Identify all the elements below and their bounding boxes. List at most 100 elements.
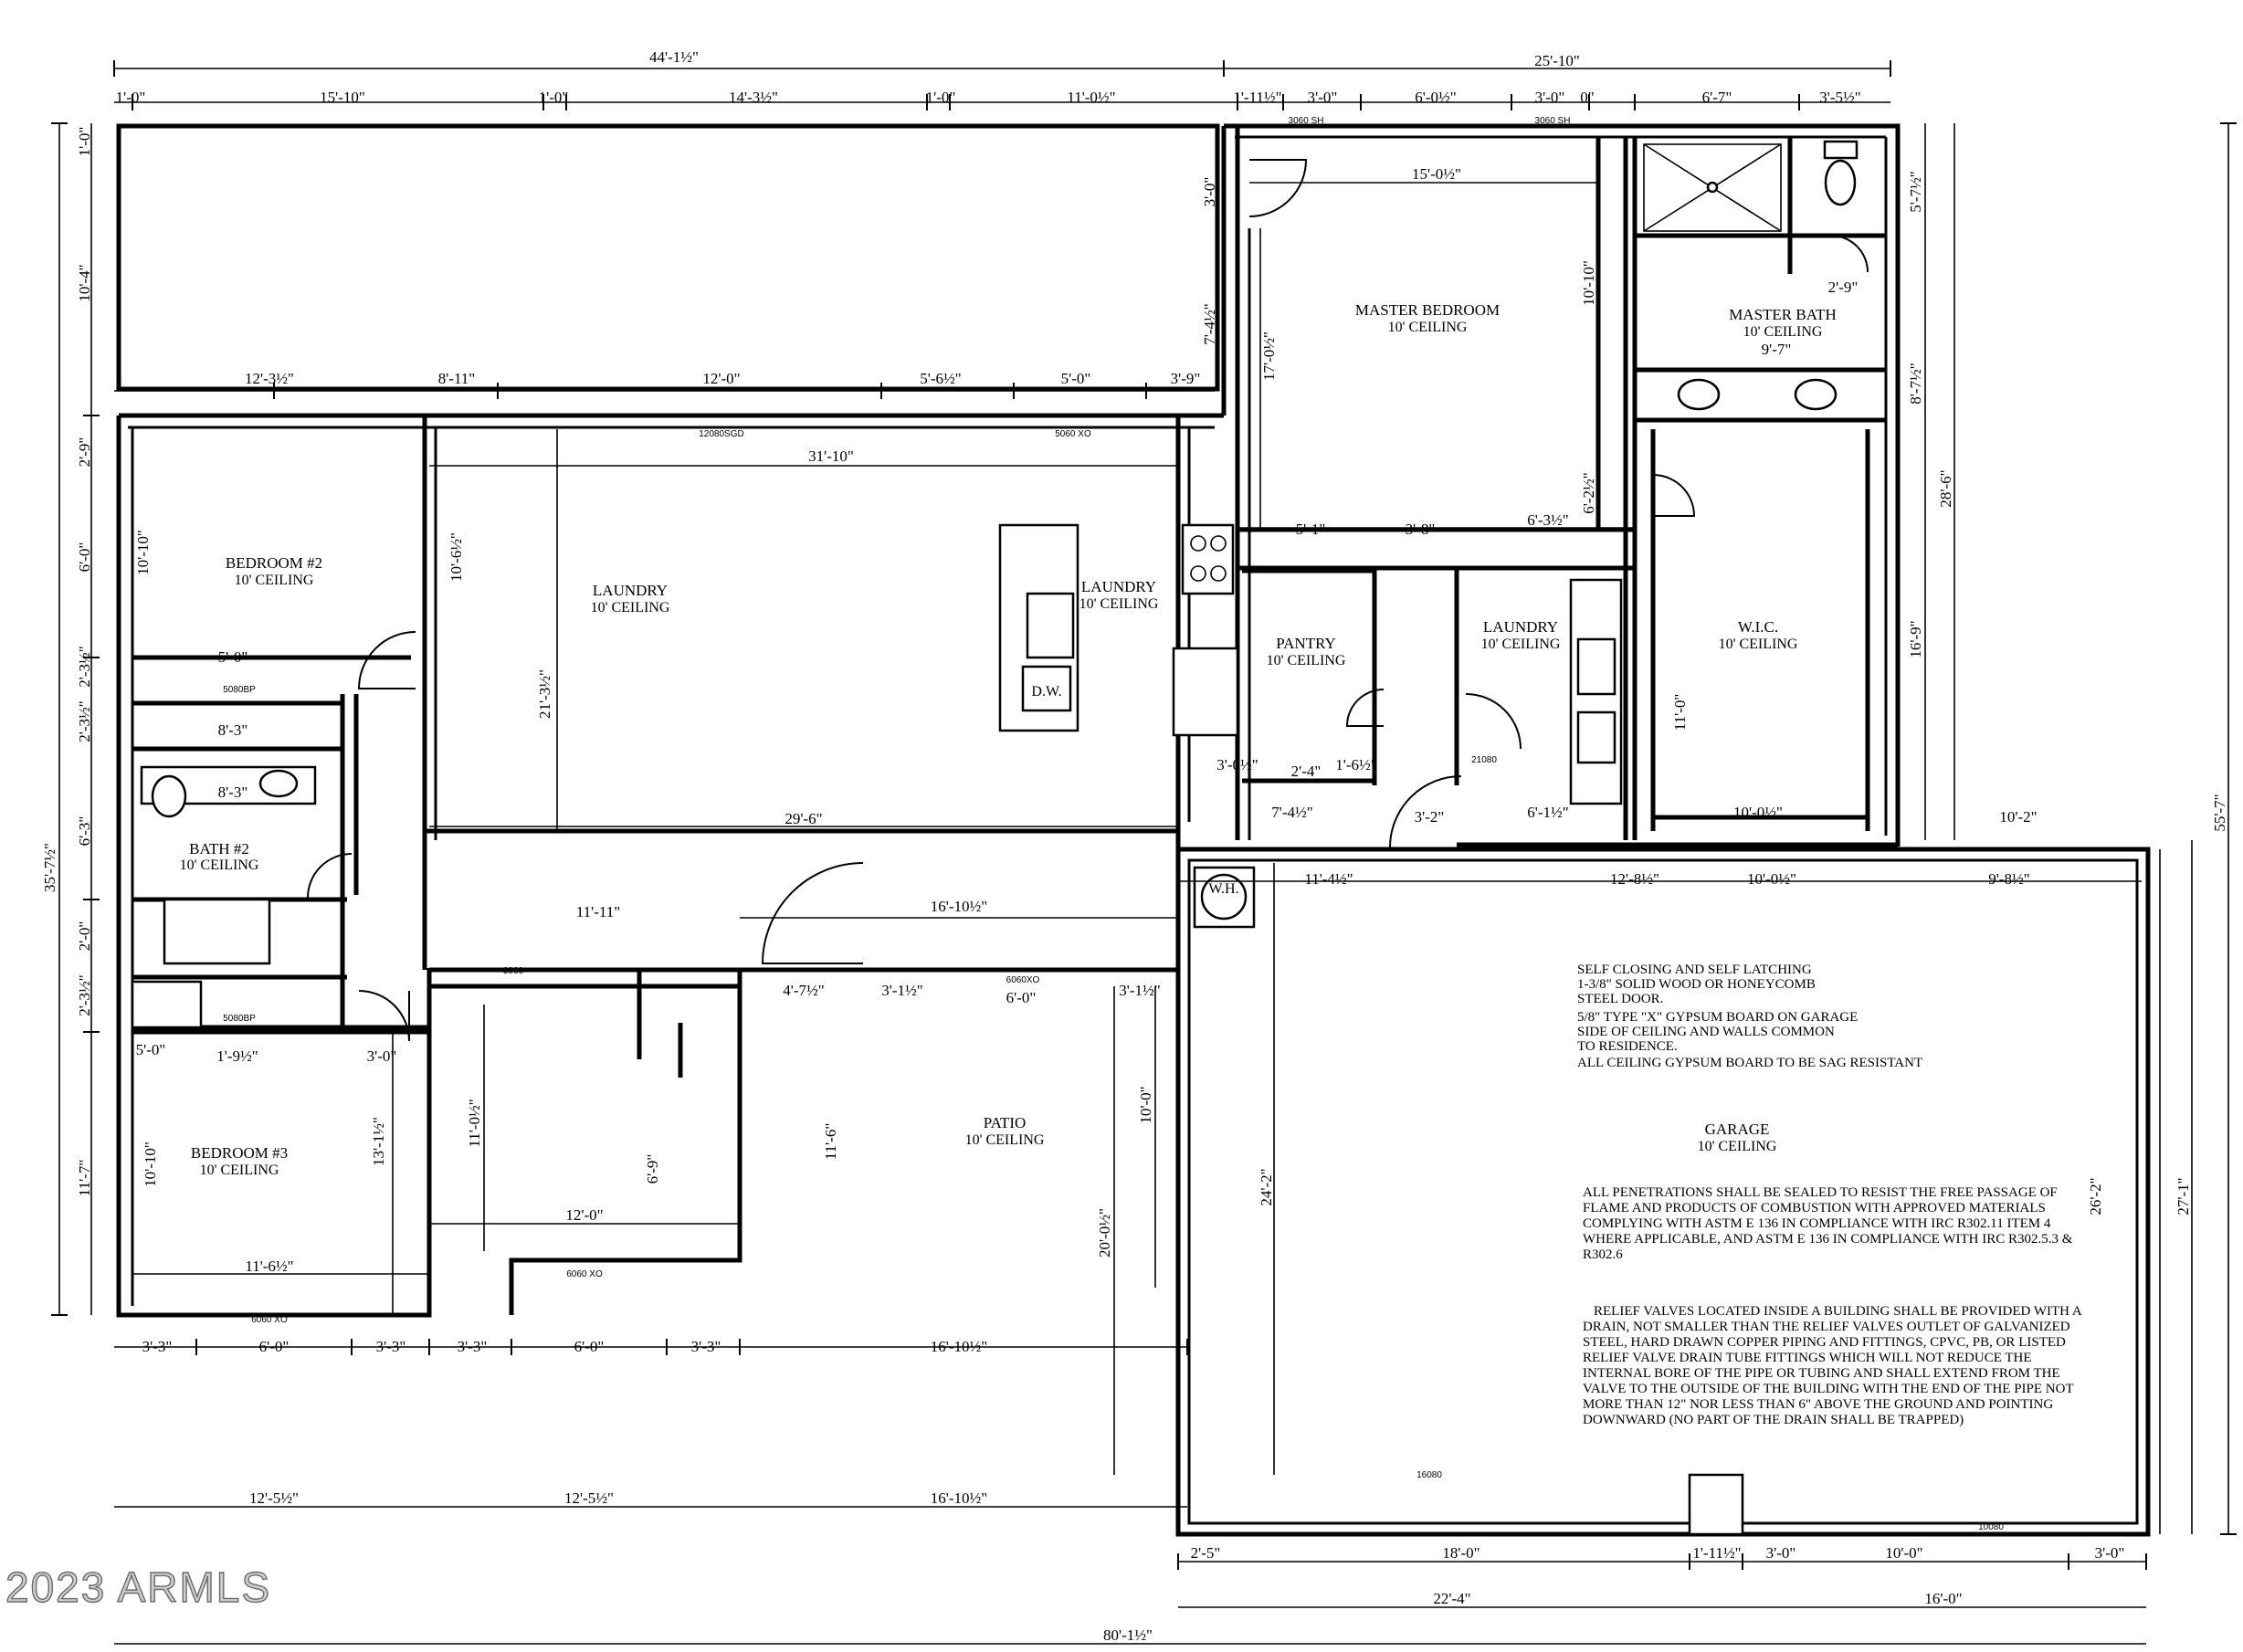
note-line: STEEL, HARD DRAWN COPPER PIPING AND FITT…	[1583, 1335, 2066, 1350]
dim-garage-top: 11'-4½"	[1304, 870, 1353, 888]
note-line: SELF CLOSING AND SELF LATCHING	[1577, 963, 1812, 977]
note-line: COMPLYING WITH ASTM E 136 IN COMPLIANCE …	[1583, 1216, 2051, 1231]
dim-top: 1'-0"	[539, 89, 569, 106]
window-tag: 3060	[503, 966, 524, 976]
room-name: LAUNDRY	[1081, 578, 1156, 595]
dim-master-right: 6'-2½"	[1580, 472, 1597, 513]
dim-bath: 5'-7½"	[1907, 171, 1924, 212]
dim-wic: 16'-9"	[1907, 620, 1924, 658]
dim-left: 2'-3½"	[76, 646, 93, 687]
dim-bottom: 3'-3"	[142, 1338, 173, 1355]
window-tag: 6060 XO	[566, 1269, 603, 1279]
dim-kitchen-wall: 29'-6"	[785, 810, 822, 827]
dimension-text: 44'-1½" 25'-10" 80'-1½" 35'-7½" 55'-7" 2…	[41, 48, 2228, 1644]
room-ceiling: 10' CEILING	[965, 1132, 1045, 1148]
dim-garage-top: 10'-0½"	[1747, 870, 1796, 888]
dim-left: 6'-3"	[76, 816, 93, 847]
dim-garage-depth: 26'-2"	[2087, 1177, 2104, 1215]
window-tag: 5080BP	[223, 685, 256, 695]
dim-left: 2'-3½"	[76, 700, 93, 742]
dim-top: 1'-0"	[116, 89, 146, 106]
window-tag: 12080SGD	[699, 429, 743, 439]
note-line: WHERE APPLICABLE, AND ASTM E 136 IN COMP…	[1583, 1232, 2073, 1247]
window-tag: 5060 XO	[1055, 429, 1091, 439]
dim-bed3: 10'-10"	[142, 1142, 159, 1187]
dim-garage-right: 27'-1"	[2175, 1177, 2192, 1215]
dim-garage-bottom: 3'-0"	[2095, 1544, 2125, 1562]
dim-top: 0"	[1580, 89, 1594, 106]
dim-bed3: 1'-9½"	[216, 1047, 258, 1065]
dim-bath: 9'-7"	[1762, 341, 1792, 358]
note-line: ALL PENETRATIONS SHALL BE SEALED TO RESI…	[1583, 1185, 2058, 1200]
dim-bed2: 10'-6½"	[448, 532, 465, 582]
dim-patio: 24'-2"	[1258, 1168, 1275, 1205]
note-line: INTERNAL BORE OF THE PIPE OR TUBING AND …	[1583, 1366, 2060, 1381]
room-name: LAUNDRY	[1483, 618, 1558, 636]
dim-garage-top: 12'-8½"	[1610, 870, 1659, 888]
dim-overall-bottom: 80'-1½"	[1103, 1626, 1153, 1644]
dim-patio: 3'-1½"	[881, 982, 922, 999]
note-line: SIDE OF CEILING AND WALLS COMMON	[1577, 1025, 1835, 1039]
room-ceiling: 10' CEILING	[1388, 320, 1468, 335]
dim-right-upper: 28'-6"	[1937, 469, 1954, 507]
dim-master-depth: 17'-0½"	[1260, 331, 1278, 381]
dim-left: 1'-0"	[76, 127, 93, 157]
water-heater-label: W.H.	[1208, 881, 1238, 897]
dim-bed2: 10'-10"	[134, 530, 152, 575]
note-line: ALL CEILING GYPSUM BOARD TO BE SAG RESIS…	[1577, 1056, 1922, 1070]
room-name: W.I.C.	[1738, 618, 1778, 636]
note-line: DRAIN, NOT SMALLER THAN THE RELIEF VALVE…	[1583, 1320, 2070, 1334]
dim-bed2: 5'-0"	[218, 648, 248, 666]
dim-patio: 4'-7½"	[783, 982, 824, 999]
note-line: TO RESIDENCE.	[1577, 1039, 1678, 1054]
exterior-walls	[116, 123, 2151, 1537]
dim-hall: 11'-11"	[576, 903, 620, 921]
opening-tags: 3060 SH 3060 SH 3060 12080SGD 5060 XO 60…	[223, 116, 2004, 1532]
room-ceiling: 10' CEILING	[200, 1163, 279, 1178]
dim-top: 11'-0½"	[1067, 89, 1115, 106]
dim-patio-row: 3'-9"	[1171, 370, 1201, 387]
note-line: RELIEF VALVE DRAIN TUBE FITTINGS WHICH W…	[1583, 1351, 2032, 1365]
room-name: MASTER BEDROOM	[1355, 301, 1500, 319]
dim-top: 6'-7"	[1702, 89, 1732, 106]
note-line: STEEL DOOR.	[1577, 992, 1663, 1006]
dim-overall-top-left: 44'-1½"	[649, 48, 699, 66]
dim-bed3: 13'-1½"	[370, 1117, 387, 1166]
watermark: 2023 ARMLS	[5, 1563, 271, 1611]
dishwasher-label: D.W.	[1031, 684, 1061, 700]
dim-left: 2'-0"	[76, 921, 93, 952]
window-tag: 3060 SH	[1535, 116, 1571, 126]
dim-master-right: 10'-10"	[1580, 260, 1597, 306]
dim-left: 11'-7"	[76, 1160, 93, 1197]
room-name: LAUNDRY	[593, 582, 668, 599]
note-line: 1-3/8" SOLID WOOD OR HONEYCOMB	[1577, 977, 1816, 992]
room-name: GARAGE	[1705, 1121, 1770, 1138]
dim-pantry: 6'-1½"	[1527, 804, 1568, 821]
window-tag: 10080	[1978, 1522, 2004, 1532]
dim-patio: 6'-0"	[1006, 989, 1037, 1006]
dim-bed2: 8'-3"	[218, 784, 248, 801]
dim-patio: 11'-6"	[822, 1123, 839, 1161]
note-line: R302.6	[1583, 1247, 1623, 1262]
dim-garage-bottom-total: 16'-0"	[1924, 1590, 1962, 1607]
dimension-lines	[58, 68, 2229, 1645]
dim-garage-bottom: 18'-0"	[1442, 1544, 1480, 1562]
dim-top: 1'-0"	[926, 89, 956, 106]
note-line: 5/8" TYPE "X" GYPSUM BOARD ON GARAGE	[1577, 1010, 1858, 1025]
note-line: MORE THAN 12" NOR LESS THAN 6" ABOVE THE…	[1583, 1397, 2053, 1412]
dim-garage-bottom: 10'-0"	[1885, 1544, 1922, 1562]
window-tag: 16080	[1416, 1470, 1442, 1480]
dim-top: 3'-5½"	[1819, 89, 1860, 106]
dim-bottom: 3'-3"	[691, 1338, 721, 1355]
dim-left: 2'-9"	[76, 437, 93, 468]
room-ceiling: 10' CEILING	[1719, 637, 1798, 652]
dim-hall: 12'-0"	[565, 1206, 603, 1224]
dim-master-right: 7'-4½"	[1201, 303, 1218, 344]
dim-bed2: 8'-3"	[218, 721, 248, 739]
dim-top: 15'-10"	[320, 89, 365, 106]
dim-top: 3'-0"	[1308, 89, 1338, 106]
dim-pantry: 3'-2"	[1415, 808, 1445, 826]
dim-left: 2'-3½"	[76, 974, 93, 1015]
dim-bottom: 16'-10½"	[931, 1338, 987, 1355]
